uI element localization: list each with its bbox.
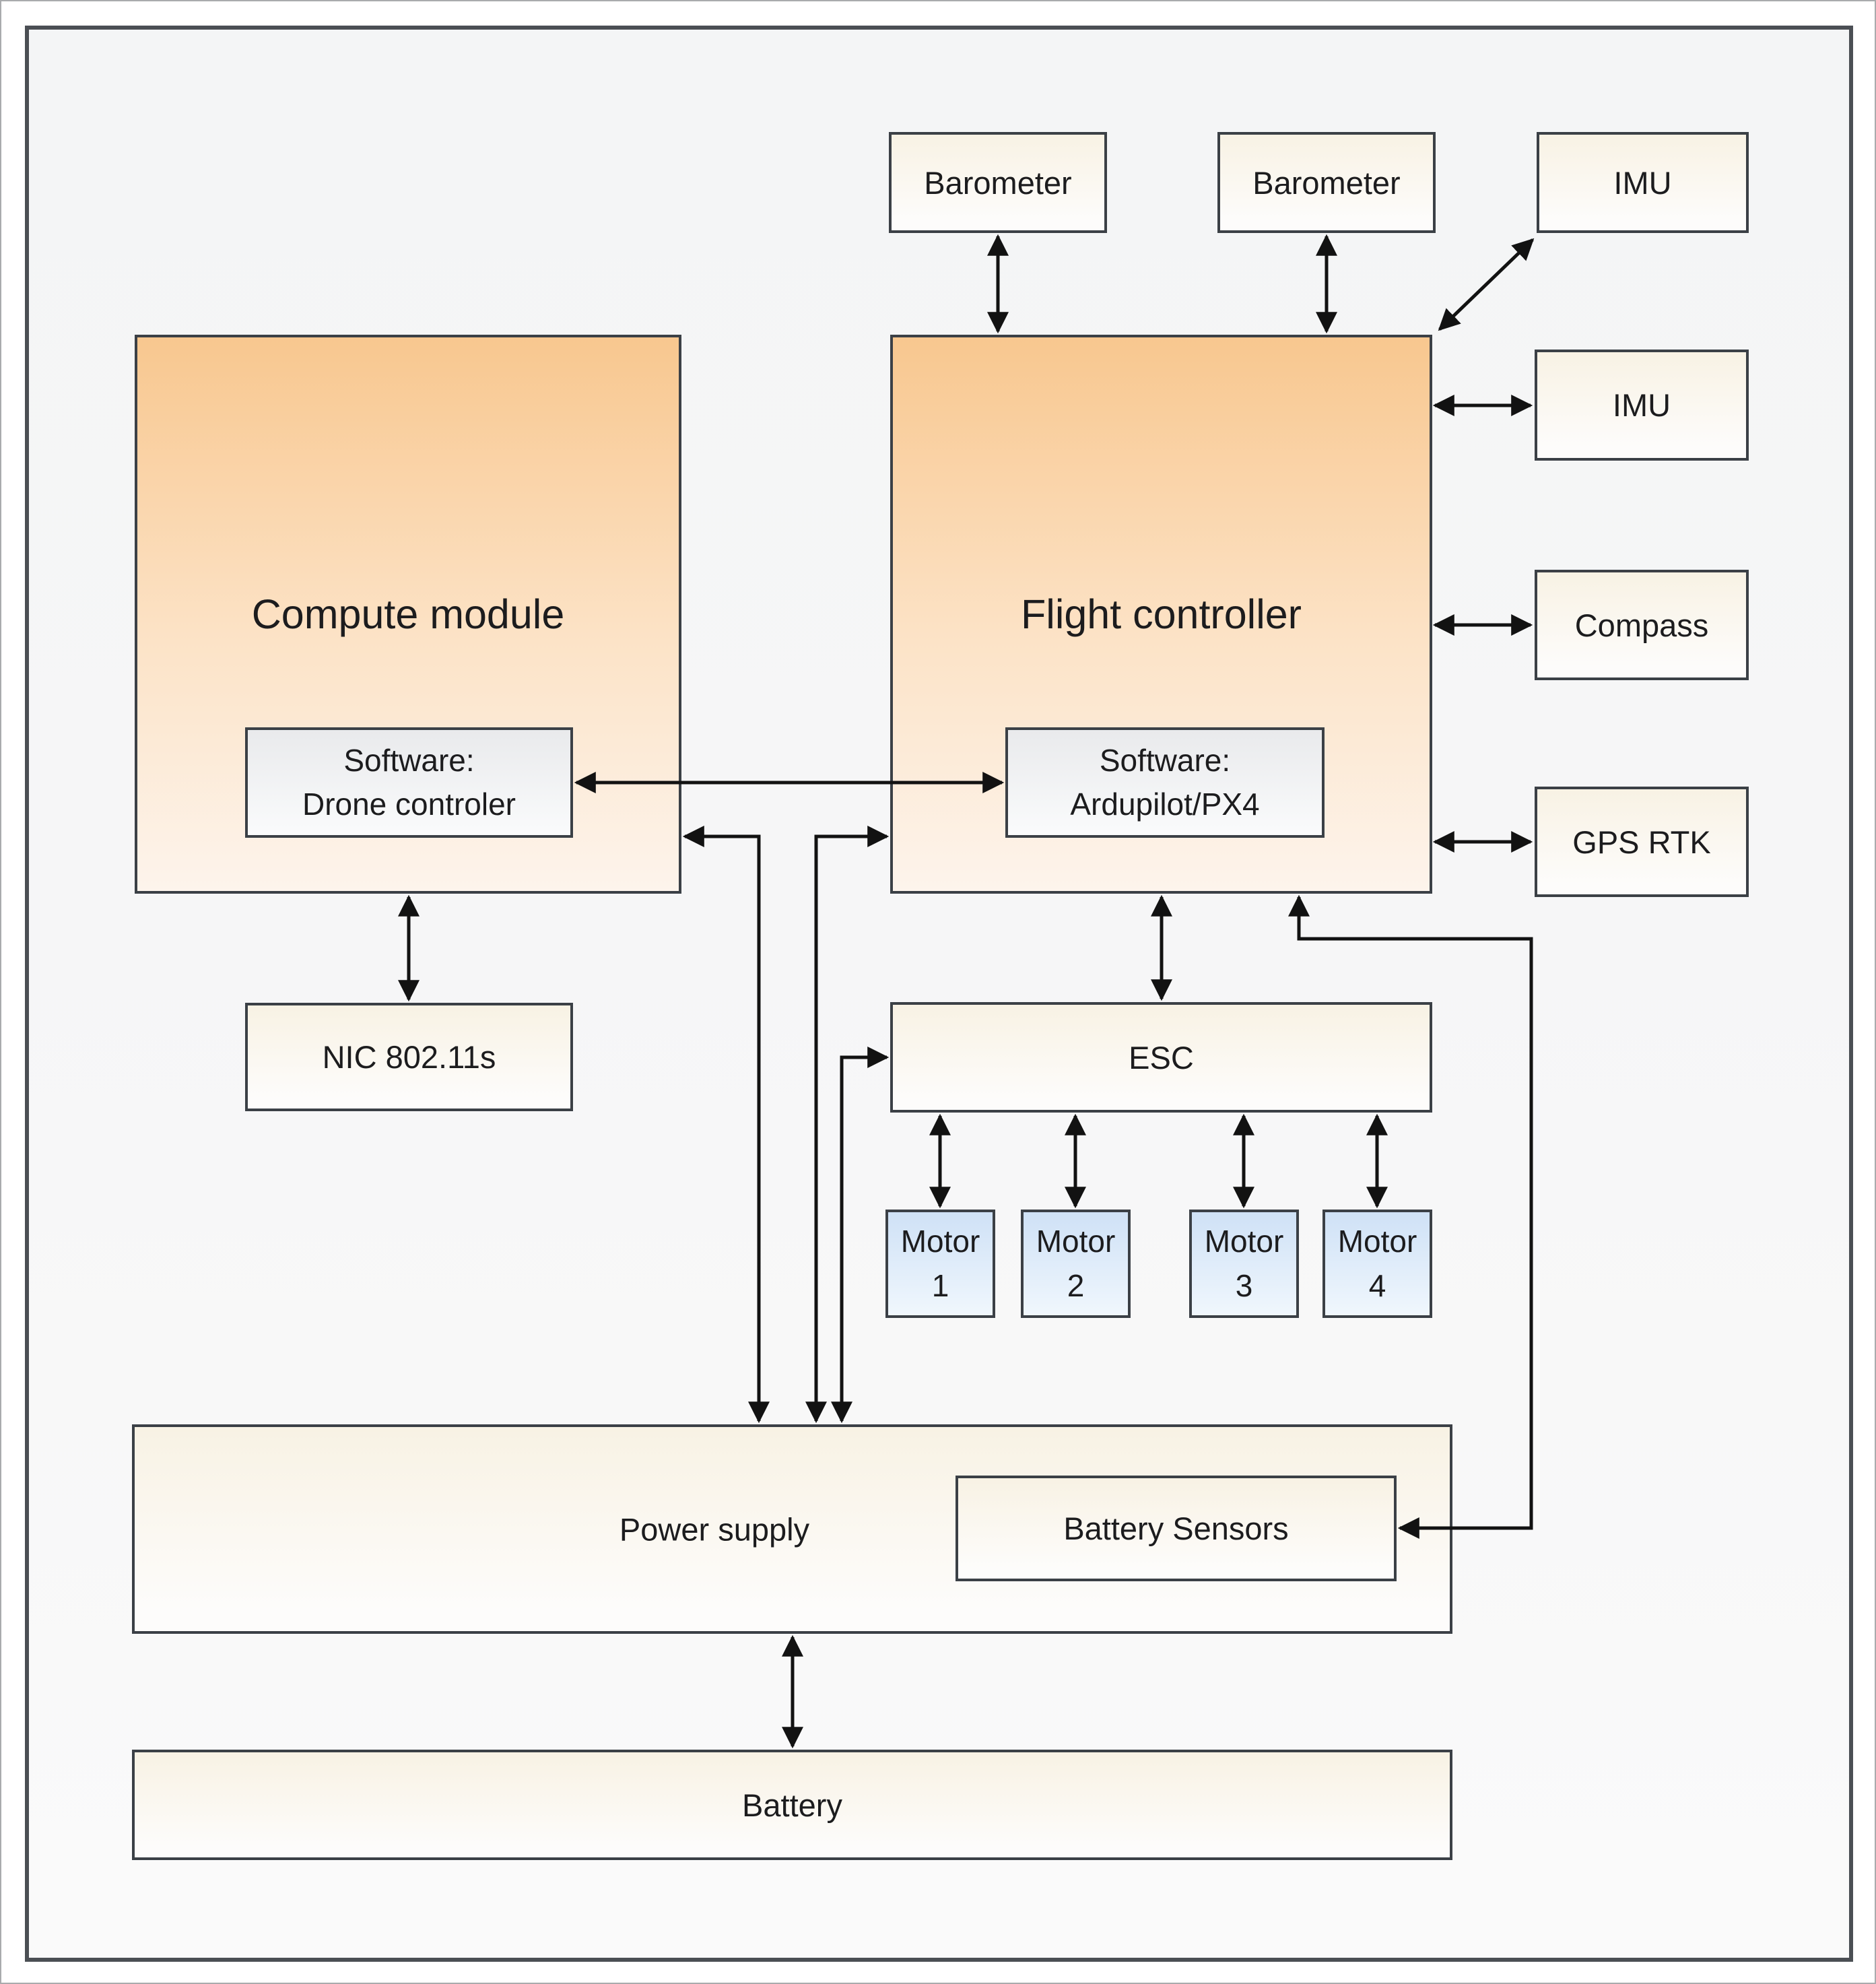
arrow-powersupply-flightcontroller	[805, 825, 890, 1424]
barometer-2-box: Barometer	[1217, 132, 1436, 233]
barometer-1-box: Barometer	[889, 132, 1107, 233]
nic-box: NIC 802.11s	[245, 1003, 573, 1111]
software-ardupilot-px4-box: Software: Ardupilot/PX4	[1005, 727, 1325, 838]
motor-1-box: Motor 1	[885, 1210, 995, 1318]
gps-rtk-box: GPS RTK	[1535, 787, 1749, 897]
imu-2-box: IMU	[1535, 350, 1749, 461]
compass-box: Compass	[1535, 570, 1749, 680]
imu-1-box: IMU	[1537, 132, 1749, 233]
flight-controller-label: Flight controller	[1021, 591, 1302, 637]
battery-box: Battery	[132, 1750, 1452, 1860]
arrow-powersupply-computemodule	[682, 825, 770, 1424]
software-drone-controller-box: Software: Drone controler	[245, 727, 573, 838]
motor-3-box: Motor 3	[1189, 1210, 1299, 1318]
arrow-imu1-flightcontroller	[1438, 238, 1535, 331]
compute-module-label: Compute module	[251, 591, 565, 637]
power-supply-label: Power supply	[619, 1511, 810, 1547]
motor-2-box: Motor 2	[1021, 1210, 1131, 1318]
arrow-batterysensors-flightcontroller	[1287, 894, 1533, 1540]
arrow-powersupply-esc	[830, 1046, 890, 1424]
